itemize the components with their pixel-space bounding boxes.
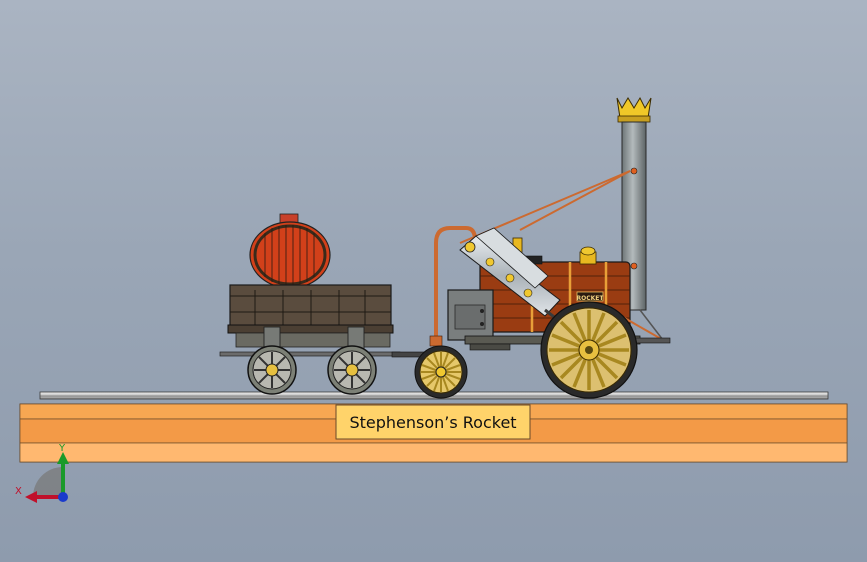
tender-wheel-rear xyxy=(247,345,297,395)
axis-y-label: Y xyxy=(59,443,66,454)
name-plaque xyxy=(335,404,531,440)
rocket-nameplate xyxy=(576,291,604,302)
chimney xyxy=(616,96,652,311)
steam-pipe xyxy=(434,226,477,340)
driving-wheel xyxy=(540,301,638,399)
trailing-wheel xyxy=(414,345,468,399)
tender-wagon[interactable] xyxy=(219,213,425,395)
display-base[interactable] xyxy=(19,403,848,463)
water-barrel xyxy=(249,213,331,289)
coordinate-triad-icon xyxy=(25,452,69,503)
axis-x-label: X xyxy=(15,486,22,497)
firebox xyxy=(447,289,494,341)
tender-wheel-front xyxy=(327,345,377,395)
safety-valve xyxy=(579,246,597,265)
rocket-locomotive[interactable]: ROCKET xyxy=(414,96,671,399)
rocket-emblem: ROCKET xyxy=(577,295,605,302)
